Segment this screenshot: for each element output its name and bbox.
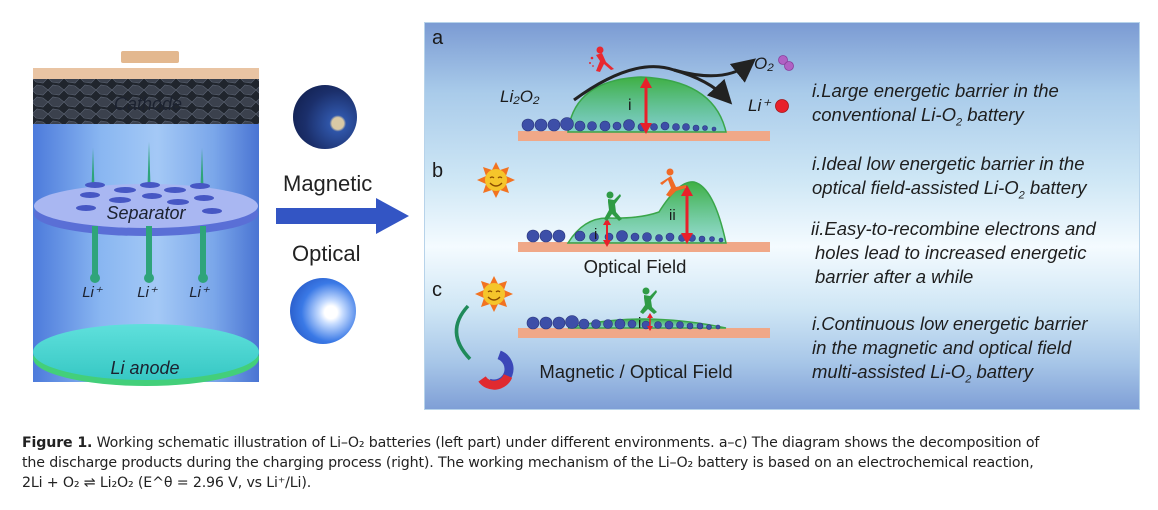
- barrier-label-b-ii: ii: [669, 207, 676, 224]
- optical-light-icon: [290, 278, 356, 344]
- li-ion-label-2: Li⁺: [137, 284, 158, 301]
- subscript: 2: [1018, 189, 1025, 202]
- sun-icon: [477, 162, 515, 198]
- right-arrow-icon: [276, 198, 409, 234]
- description-a-line2-text: conventional Li-O: [812, 104, 956, 125]
- barrier-label-b-i: i: [594, 226, 597, 243]
- separator-label: Separator: [106, 203, 186, 223]
- magnetic-label: Magnetic: [283, 171, 373, 196]
- cathode-layer: [33, 78, 259, 124]
- panel-c: c i Magnetic / Optical Field: [432, 276, 770, 390]
- link-arc-icon: [454, 304, 472, 361]
- description-b-i-line2: optical field-assisted Li-O2 battery: [812, 176, 1087, 208]
- description-a-line1: i.Large energetic barrier in the: [812, 80, 1059, 101]
- substrate-a: [518, 131, 770, 141]
- description-c-line2: in the magnetic and optical field: [812, 337, 1072, 358]
- panel-letter-c: c: [432, 279, 442, 301]
- caption-label: Figure 1.: [22, 435, 93, 451]
- barrier-label-c: i: [638, 315, 641, 332]
- li-ion-icon: [775, 99, 789, 113]
- magnetic-field-earth-icon: [293, 85, 357, 149]
- li2o2-label: Li₂O₂: [500, 87, 540, 106]
- description-c-line1: i.Continuous low energetic barrier: [812, 313, 1088, 334]
- description-b-i-line2-end: battery: [1024, 177, 1087, 198]
- caption-line3: 2Li + O₂ ⇌ Li₂O₂ (E^θ = 2.96 V, vs Li⁺/L…: [22, 475, 312, 491]
- walking-person-icon: [604, 191, 622, 221]
- description-b-ii-line1: ii.Easy-to-recombine electrons and: [811, 218, 1096, 239]
- cathode-label: Cathode: [114, 94, 182, 114]
- reaction-arrow-upper: [573, 58, 757, 102]
- caption-line2: the discharge products during the chargi…: [22, 455, 1034, 471]
- magnetic-optical-field-label: Magnetic / Optical Field: [539, 361, 732, 382]
- o2-molecule-icon: [778, 55, 794, 71]
- substrate-b: [518, 242, 770, 252]
- description-a: i.Large energetic barrier in the convent…: [812, 79, 1059, 135]
- sun-icon-c: [475, 276, 513, 312]
- o2-label: O₂: [754, 54, 774, 73]
- top-cap: [33, 68, 259, 79]
- walking-person-icon-c: [640, 287, 657, 314]
- climbing-person-icon: [660, 168, 686, 197]
- li2o2-particles-b: [526, 229, 724, 243]
- description-a-line2: conventional Li-O2 battery: [812, 103, 1059, 135]
- description-c-line3-text: multi-assisted Li-O: [812, 361, 966, 382]
- li-ion-product-label: Li⁺: [748, 96, 772, 115]
- li-ion-label-1: Li⁺: [82, 284, 103, 301]
- struggling-person-icon: [589, 46, 614, 72]
- description-b-ii: ii.Easy-to-recombine electrons and holes…: [811, 217, 1096, 289]
- description-b-i-line1: i.Ideal low energetic barrier in the: [812, 153, 1085, 174]
- magnet-icon: [478, 350, 514, 390]
- caption-line1: Figure 1. Working schematic illustration…: [22, 433, 1137, 453]
- description-c-line3-end: battery: [971, 361, 1034, 382]
- caption-line1-text: Working schematic illustration of Li–O₂ …: [92, 435, 1040, 451]
- optical-field-label: Optical Field: [584, 256, 687, 277]
- battery-illustration: Cathode Separator Li⁺ Li⁺ Li⁺ Li anode: [33, 51, 259, 386]
- mechanism-panel: [424, 22, 1140, 410]
- li-ion-label-3: Li⁺: [189, 284, 210, 301]
- panel-letter-b: b: [432, 160, 443, 182]
- li2o2-particles-a: [521, 117, 717, 132]
- description-b-ii-line3: barrier after a while: [815, 266, 974, 287]
- description-a-line2-end: battery: [962, 104, 1024, 125]
- substrate-c: [518, 328, 770, 338]
- ion-rods: [90, 226, 208, 283]
- anode-label: Li anode: [110, 358, 179, 378]
- panel-b: b i ii Optical Field: [432, 160, 770, 277]
- subscript: 2: [965, 373, 972, 386]
- barrier-label-a: i: [628, 97, 632, 114]
- description-b-ii-line2: holes lead to increased energetic: [815, 242, 1087, 263]
- description-c: i.Continuous low energetic barrier in th…: [812, 312, 1088, 392]
- panel-a: a i Li₂O₂ O₂ Li⁺: [432, 27, 794, 141]
- terminal: [121, 51, 179, 63]
- subscript: 2: [955, 116, 963, 129]
- description-b-i-line2-text: optical field-assisted Li-O: [812, 177, 1019, 198]
- reaction-arrow-lower: [673, 68, 733, 105]
- mechanism-diagrams: a i Li₂O₂ O₂ Li⁺ b: [432, 27, 794, 390]
- description-c-line3: multi-assisted Li-O2 battery: [812, 360, 1088, 392]
- description-b-i: i.Ideal low energetic barrier in the opt…: [812, 152, 1087, 208]
- optical-label: Optical: [292, 241, 361, 266]
- panel-letter-a: a: [432, 27, 444, 49]
- figure-caption: Figure 1. Working schematic illustration…: [22, 433, 1137, 493]
